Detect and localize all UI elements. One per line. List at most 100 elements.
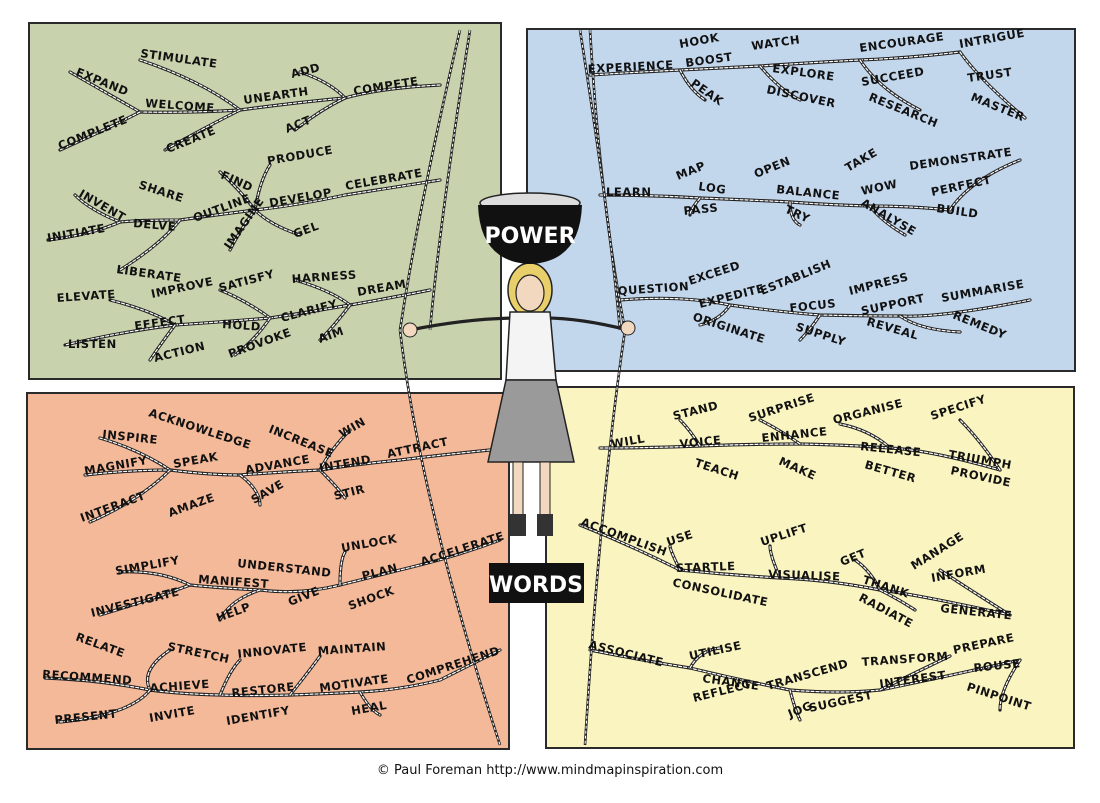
word-label: RELEASE: [860, 439, 922, 459]
word-label: HEAL: [350, 698, 388, 718]
word-label: EXPERIENCE: [587, 58, 674, 76]
word-label: MANIFEST: [198, 572, 270, 591]
branch-line-highlight: [599, 194, 951, 211]
word-label: FOCUS: [789, 296, 837, 315]
branch-line-highlight: [759, 419, 801, 445]
rope-line-highlight: [584, 29, 626, 746]
word-label: ACT: [283, 113, 313, 136]
blouse: [505, 311, 557, 381]
right-leg: [539, 461, 551, 521]
word-label: HOLD: [222, 317, 262, 334]
word-label: RECOMMEND: [42, 667, 133, 687]
branch-line-highlight: [219, 659, 241, 696]
word-label: UPLIFT: [759, 520, 810, 548]
branch-line-highlight: [119, 219, 181, 271]
word-label: STARTLE: [676, 559, 736, 575]
word-label: PRESENT: [54, 706, 118, 727]
word-label: SURPRISE: [747, 390, 817, 425]
bowl-body: [478, 205, 582, 264]
branch-line-highlight: [769, 545, 781, 579]
branch-line-highlight: [959, 419, 1001, 471]
word-label: PREPARE: [952, 630, 1016, 657]
word-label: TRUST: [966, 65, 1013, 85]
word-label: HOOK: [678, 30, 721, 51]
word-label: RESTORE: [231, 679, 296, 700]
word-label: REVEAL: [865, 314, 920, 342]
power-label: POWER: [484, 224, 575, 249]
word-label: RESEARCH: [867, 90, 940, 131]
word-label: GIVE: [286, 583, 322, 608]
rope-line: [398, 29, 502, 746]
word-label: LISTEN: [68, 337, 117, 351]
left-arm: [408, 316, 522, 332]
footer-copyright: © Paul Foreman http://www.mindmapinspira…: [376, 763, 724, 778]
word-label: MAKE: [777, 454, 819, 483]
word-label: USE: [665, 527, 695, 549]
word-label: BOOST: [684, 50, 733, 70]
word-label: IDENTIFY: [225, 703, 291, 728]
branch-line-highlight: [59, 111, 141, 151]
branch-lines: [43, 50, 1032, 724]
word-label: AIM: [316, 324, 346, 346]
word-label: ENCOURAGE: [858, 29, 945, 55]
word-label: BETTER: [863, 457, 918, 485]
left-hand: [402, 322, 418, 338]
woman-figure: [402, 262, 636, 536]
word-label: DELVE: [133, 216, 177, 234]
word-label: MAINTAIN: [317, 639, 387, 658]
left-shoe: [510, 514, 526, 536]
word-label: OPEN: [752, 154, 793, 181]
word-label: INSPIRE: [102, 427, 159, 447]
word-label: DISCOVER: [765, 82, 837, 110]
branch-line-highlight: [319, 469, 346, 499]
word-label: RELATE: [74, 630, 127, 661]
word-label: EXPAND: [74, 65, 131, 99]
word-label: ANALYSE: [859, 195, 919, 238]
word-label: WATCH: [750, 32, 801, 53]
branch-line-highlight: [789, 201, 801, 226]
word-label: PRODUCE: [266, 143, 334, 168]
right-arm: [543, 316, 630, 332]
branch-line-highlight: [879, 655, 951, 691]
branch-line-highlight: [854, 559, 881, 591]
word-label: SHOCK: [346, 583, 396, 613]
word-label: SAVE: [249, 477, 287, 507]
branch-line-highlight: [99, 437, 171, 471]
branch-line-highlight: [299, 71, 346, 99]
branch-line-highlight: [699, 304, 731, 326]
word-label: TEACH: [693, 456, 741, 483]
branch-line-highlight: [939, 569, 1011, 616]
word-label: ACCELERATE: [419, 529, 506, 569]
word-label: MAGNIFY: [83, 453, 149, 478]
words-label: WORDS: [489, 573, 583, 598]
branch-line: [598, 193, 952, 212]
words-sign: WORDS: [489, 563, 584, 603]
word-label: LOG: [698, 179, 728, 197]
branch-line: [63, 288, 432, 347]
word-label: HARNESS: [291, 267, 357, 286]
branch-line-highlight: [239, 474, 261, 506]
rope-lines: [398, 29, 627, 746]
branch-line-highlight: [254, 164, 271, 211]
branch-line-highlight: [339, 551, 346, 586]
word-label: TAKE: [843, 145, 880, 175]
word-label: ENHANCE: [761, 424, 828, 445]
word-label: INVESTIGATE: [89, 584, 181, 620]
branch-line-highlight: [119, 571, 191, 586]
word-label: EXCEED: [687, 258, 742, 288]
word-label: SUCCEED: [860, 64, 925, 89]
word-label: AMAZE: [166, 490, 216, 520]
branch-line-highlight: [899, 315, 961, 333]
branch-line-highlight: [689, 647, 721, 669]
word-label: CONSOLIDATE: [671, 575, 769, 609]
word-label: ORGANISE: [831, 396, 904, 427]
branch-line: [218, 288, 272, 320]
words-sign-board: [489, 563, 584, 603]
word-label: QUESTION: [617, 279, 689, 298]
branch-line-highlight: [47, 221, 121, 241]
branch-line-highlight: [219, 171, 256, 211]
branch-line-highlight: [59, 689, 151, 723]
branch-line-highlight: [64, 289, 431, 346]
